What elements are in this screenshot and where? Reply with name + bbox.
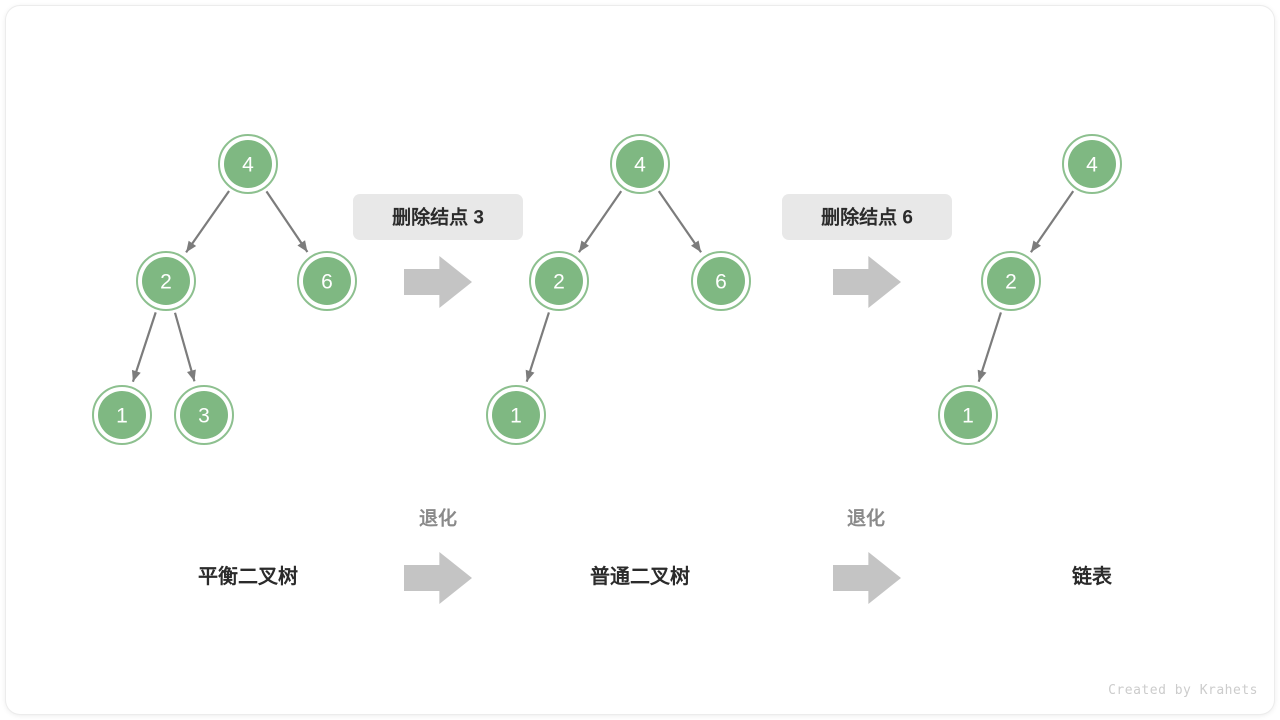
node-outer-ring [136, 251, 196, 311]
node-outer-ring [981, 251, 1041, 311]
node-value-label: 4 [1086, 154, 1098, 177]
node-value-label: 4 [242, 154, 254, 177]
node-outer-ring [486, 385, 546, 445]
node-value-label: 6 [715, 271, 727, 294]
nodes-layer: 4 2 6 1 3 4 2 6 1 4 2 1 [92, 134, 1122, 445]
node-outer-ring [297, 251, 357, 311]
tree-balanced-edge-0 [185, 190, 230, 253]
tree-ordinary-caption: 普通二叉树 [590, 564, 690, 588]
tree-linked-list-edge-0 [1030, 190, 1075, 253]
tree-balanced-node-6[interactable]: 6 [297, 251, 357, 311]
tree-linked-list-caption: 链表 [1072, 564, 1113, 588]
tree-linked-list-node-4[interactable]: 4 [1062, 134, 1122, 194]
edge-line [977, 312, 1002, 383]
edge-arrowhead [1030, 240, 1041, 253]
edge-arrowhead [187, 369, 196, 382]
node-outer-ring [218, 134, 278, 194]
node-value-label: 3 [198, 405, 210, 428]
edge-line [1030, 190, 1075, 253]
edges-layer [131, 190, 1075, 383]
transition-1-label: 退化 [419, 507, 457, 530]
operations-layer: 删除结点 3 删除结点 6 [353, 194, 952, 308]
tree-linked-list-node-2[interactable]: 2 [981, 251, 1041, 311]
node-circle [1068, 140, 1116, 188]
tree-ordinary-edge-1 [657, 190, 702, 253]
tree-ordinary-node-2[interactable]: 2 [529, 251, 589, 311]
node-circle [535, 257, 583, 305]
node-value-label: 1 [116, 405, 128, 428]
node-outer-ring [1062, 134, 1122, 194]
node-circle [944, 391, 992, 439]
node-outer-ring [529, 251, 589, 311]
edge-arrowhead [297, 240, 308, 252]
op-delete-6-label: 删除结点 6 [821, 206, 913, 229]
edge-line [185, 190, 230, 253]
credit-text: Created by Krahets [1108, 683, 1258, 698]
tree-balanced-caption: 平衡二叉树 [198, 564, 298, 588]
edge-arrowhead [691, 240, 702, 253]
transition-2-arrow-icon [833, 552, 901, 604]
op-delete-3-box [353, 194, 523, 240]
edge-line [657, 190, 702, 253]
edge-line [265, 190, 309, 253]
node-value-label: 2 [1005, 271, 1017, 294]
edge-line [525, 312, 550, 383]
tree-ordinary-edge-2 [525, 312, 550, 383]
edge-arrowhead [186, 240, 197, 253]
figure-card [6, 6, 1274, 714]
tree-balanced-node-1[interactable]: 1 [92, 385, 152, 445]
edge-arrowhead [131, 369, 141, 382]
tree-linked-list-edge-1 [977, 312, 1002, 383]
tree-ordinary-node-6[interactable]: 6 [691, 251, 751, 311]
tree-ordinary-node-1[interactable]: 1 [486, 385, 546, 445]
node-value-label: 2 [553, 271, 565, 294]
edge-arrowhead [578, 240, 589, 253]
node-circle [987, 257, 1035, 305]
tree-balanced-node-3[interactable]: 3 [174, 385, 234, 445]
transition-1-arrow-icon [404, 552, 472, 604]
op-delete-3-arrow-icon [404, 256, 472, 308]
node-value-label: 2 [160, 271, 172, 294]
transition-2-label: 退化 [847, 507, 885, 530]
op-delete-6: 删除结点 6 [782, 194, 952, 240]
node-value-label: 1 [962, 405, 974, 428]
transitions-layer: 退化 退化 [404, 507, 901, 604]
op-delete-6-arrow-icon [833, 256, 901, 308]
node-outer-ring [92, 385, 152, 445]
tree-balanced-node-4[interactable]: 4 [218, 134, 278, 194]
node-circle [180, 391, 228, 439]
node-circle [616, 140, 664, 188]
edge-line [173, 312, 196, 382]
captions-layer: 平衡二叉树 普通二叉树 链表 [198, 564, 1113, 588]
node-value-label: 4 [634, 154, 646, 177]
tree-linked-list-node-1[interactable]: 1 [938, 385, 998, 445]
op-delete-6-box [782, 194, 952, 240]
node-circle [492, 391, 540, 439]
tree-balanced-node-2[interactable]: 2 [136, 251, 196, 311]
edge-arrowhead [525, 369, 535, 382]
edge-arrowhead [977, 369, 987, 382]
tree-ordinary-edge-0 [578, 190, 623, 253]
op-delete-3-label: 删除结点 3 [392, 206, 484, 229]
node-circle [697, 257, 745, 305]
node-circle [303, 257, 351, 305]
node-outer-ring [174, 385, 234, 445]
node-outer-ring [691, 251, 751, 311]
tree-ordinary-node-4[interactable]: 4 [610, 134, 670, 194]
node-value-label: 1 [510, 405, 522, 428]
tree-balanced-edge-2 [131, 312, 157, 383]
tree-balanced-edge-1 [265, 190, 309, 253]
tree-balanced-edge-3 [173, 312, 196, 382]
edge-line [578, 190, 623, 253]
node-circle [224, 140, 272, 188]
op-delete-3: 删除结点 3 [353, 194, 523, 240]
edge-line [131, 312, 157, 383]
node-circle [142, 257, 190, 305]
node-circle [98, 391, 146, 439]
node-outer-ring [610, 134, 670, 194]
node-outer-ring [938, 385, 998, 445]
node-value-label: 6 [321, 271, 333, 294]
